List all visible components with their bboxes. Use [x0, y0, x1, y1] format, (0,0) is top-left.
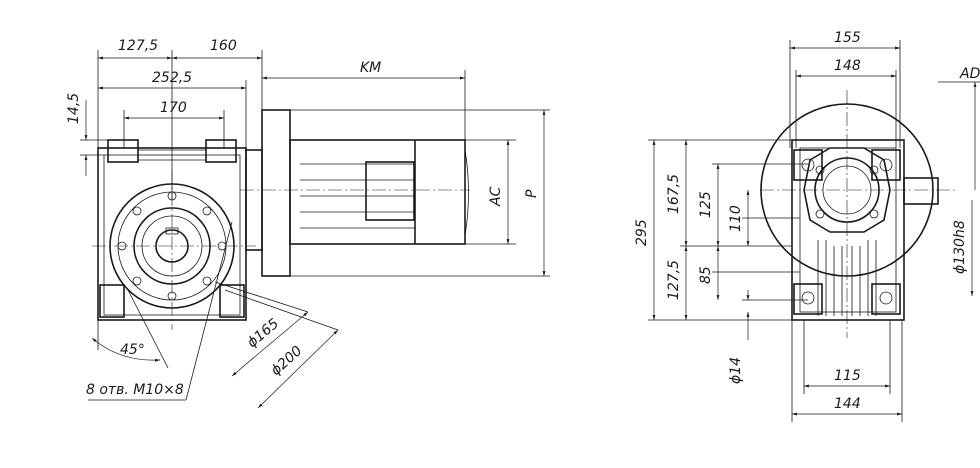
dim-167-5: 167,5	[666, 174, 682, 214]
dim-km: KM	[360, 60, 381, 76]
dim-ac: AC	[488, 186, 504, 207]
dim-d14: ϕ14	[728, 357, 744, 384]
dim-angle-45: 45°	[120, 342, 145, 358]
housing-foot-left	[99, 284, 125, 318]
dim-170: 170	[160, 100, 187, 116]
right-end-view: 155 148 AD 295 167,5 127,5 125 85 110 ϕ1…	[634, 30, 980, 422]
holes-note: 8 отв. M10×8	[86, 382, 184, 398]
dim-d130h8: ϕ130h8	[952, 220, 968, 274]
dim-110: 110	[728, 205, 744, 232]
dim-252-5: 252,5	[152, 70, 192, 86]
dim-14-5: 14,5	[66, 93, 82, 124]
dim-295: 295	[634, 219, 650, 246]
terminal-box	[365, 161, 415, 221]
dim-160: 160	[210, 38, 237, 54]
input-shaft	[903, 177, 939, 205]
dim-148: 148	[834, 58, 861, 74]
dim-125: 125	[698, 191, 714, 218]
housing-foot-right-end	[871, 283, 901, 315]
dim-144: 144	[834, 396, 861, 412]
dim-d200: ϕ200	[268, 343, 305, 379]
housing-lug-top-right	[205, 139, 237, 163]
dim-115: 115	[834, 368, 861, 384]
housing-lug-top-left	[107, 139, 139, 163]
dim-p: P	[524, 189, 540, 198]
housing-foot-left-end	[793, 283, 823, 315]
dim-155: 155	[834, 30, 861, 46]
motor-adapter	[245, 149, 263, 251]
dim-d165: ϕ165	[244, 316, 282, 351]
end-housing	[791, 139, 905, 321]
motor-body	[289, 139, 466, 245]
dim-ad: AD	[959, 66, 980, 82]
dim-127-5: 127,5	[118, 38, 158, 54]
housing-lug-top-right-end	[871, 149, 901, 181]
housing-lug-top-left-end	[793, 149, 823, 181]
left-side-view: 127,5 160 KM 252,5 170 14,5 AC P ϕ165 ϕ2…	[66, 38, 550, 409]
end-hub	[803, 147, 891, 233]
motor-flange	[261, 109, 291, 277]
dim-127-5-right: 127,5	[666, 260, 682, 300]
dim-85: 85	[698, 266, 714, 284]
